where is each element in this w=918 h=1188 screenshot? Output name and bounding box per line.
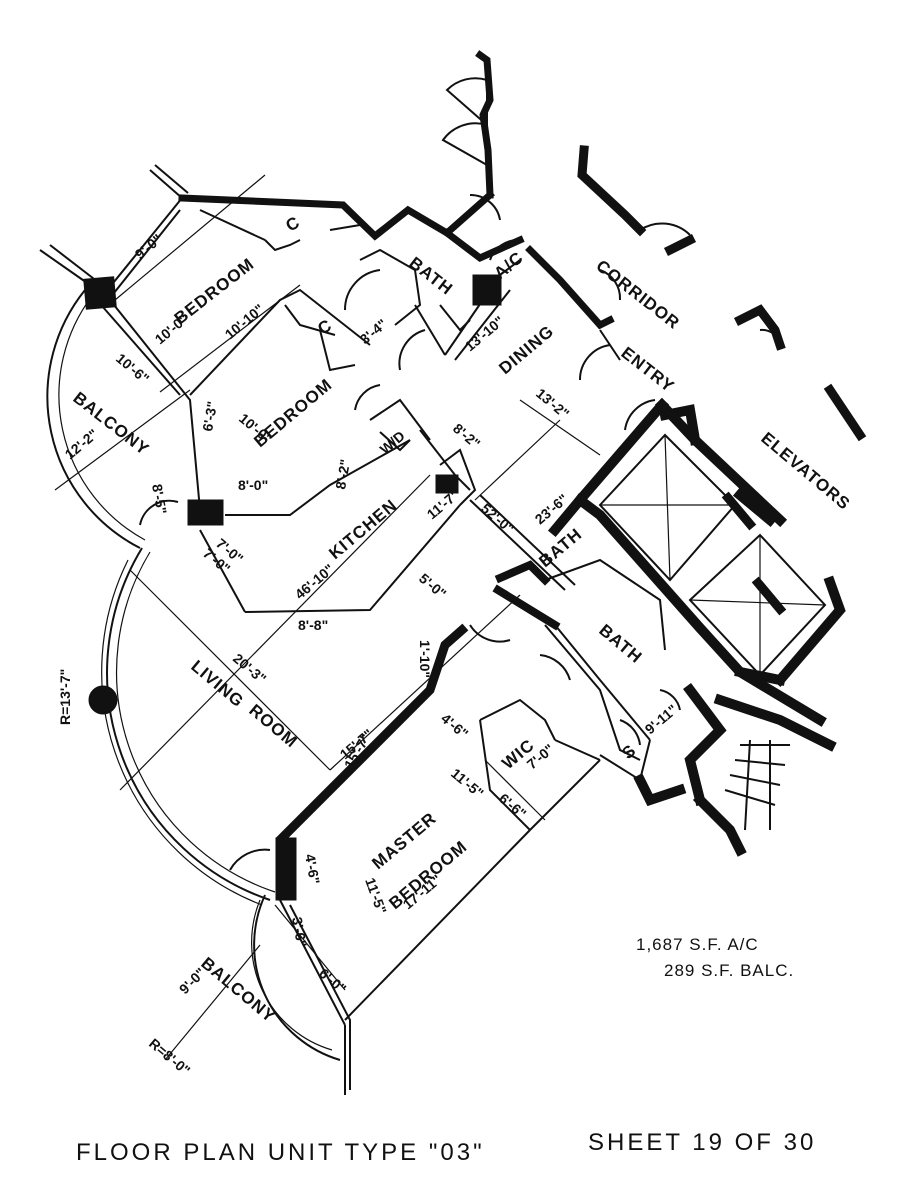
room-label-dining: DINING: [495, 321, 557, 378]
room-labels: BEDROOM C C BATH A/C DINING CORRIDOR ENT…: [70, 212, 854, 1026]
dim-label: 8'-8": [298, 617, 328, 633]
exterior-walls: [83, 50, 867, 901]
dim-label: 52'-0": [478, 500, 517, 537]
dim-label: 12'-2": [62, 426, 101, 463]
dim-label: 6'-3": [199, 400, 220, 433]
door-swings: [139, 77, 781, 871]
interior-walls: [101, 197, 671, 1095]
elevator-shafts: [598, 433, 827, 677]
room-label-bath-3: BATH: [595, 621, 645, 668]
dim-label: 5'-0": [416, 570, 449, 602]
balcony-area-text: 289 S.F. BALC.: [664, 961, 794, 980]
dim-label: 46'-10": [292, 561, 337, 603]
room-label-bath-1: BATH: [406, 253, 457, 299]
room-label-kitchen: KITCHEN: [325, 495, 400, 563]
dim-label: 6'-6": [496, 790, 529, 822]
dim-label: 4'-6": [302, 853, 323, 886]
sheet-footer: FLOOR PLAN UNIT TYPE "03" SHEET 19 OF 30: [76, 1129, 816, 1166]
room-label-room: ROOM: [245, 701, 301, 752]
dim-label: 8'-2": [450, 420, 483, 452]
ceiling-fixture-dot: [88, 685, 118, 715]
dim-label: R=8'-0": [146, 1035, 193, 1078]
dim-label: R=13'-7": [57, 669, 73, 725]
plan-title: FLOOR PLAN UNIT TYPE "03": [76, 1139, 485, 1166]
area-summary: 1,687 S.F. A/C 289 S.F. BALC.: [636, 935, 794, 980]
room-label-balcony-2: BALCONY: [197, 954, 279, 1027]
dim-label: 10'-0": [152, 311, 191, 348]
room-label-s: S: [618, 741, 640, 763]
dimension-lines: [54, 174, 601, 1061]
dim-label: 8'-2": [332, 458, 353, 491]
ac-area-text: 1,687 S.F. A/C: [636, 935, 759, 954]
dim-label: 1'-10": [417, 640, 433, 678]
dim-label: 11'-5": [362, 876, 390, 916]
dim-label: 13'-2": [533, 385, 572, 422]
dim-label: 20'-3": [230, 650, 269, 687]
dim-label: 4'-6": [438, 710, 471, 742]
dim-label: 13'-10": [462, 313, 507, 355]
dim-label: 9'-11": [642, 701, 681, 737]
dim-label: 3'-4": [357, 316, 390, 348]
room-label-entry: ENTRY: [618, 343, 679, 396]
curved-walls: [39, 164, 341, 1061]
stairs: [724, 739, 790, 831]
room-label-bath-2: BATH: [535, 524, 585, 571]
room-label-elevators: ELEVATORS: [757, 429, 854, 514]
sheet-number: SHEET 19 OF 30: [588, 1129, 816, 1156]
dim-label: 8'-0": [238, 477, 268, 493]
room-label-closet-1: C: [283, 212, 304, 235]
dim-label: 11'-5": [448, 765, 487, 801]
dim-label: 8'-5": [149, 483, 170, 516]
dim-label: 3'-6": [289, 916, 310, 949]
dim-label: 6'-0": [316, 965, 349, 997]
